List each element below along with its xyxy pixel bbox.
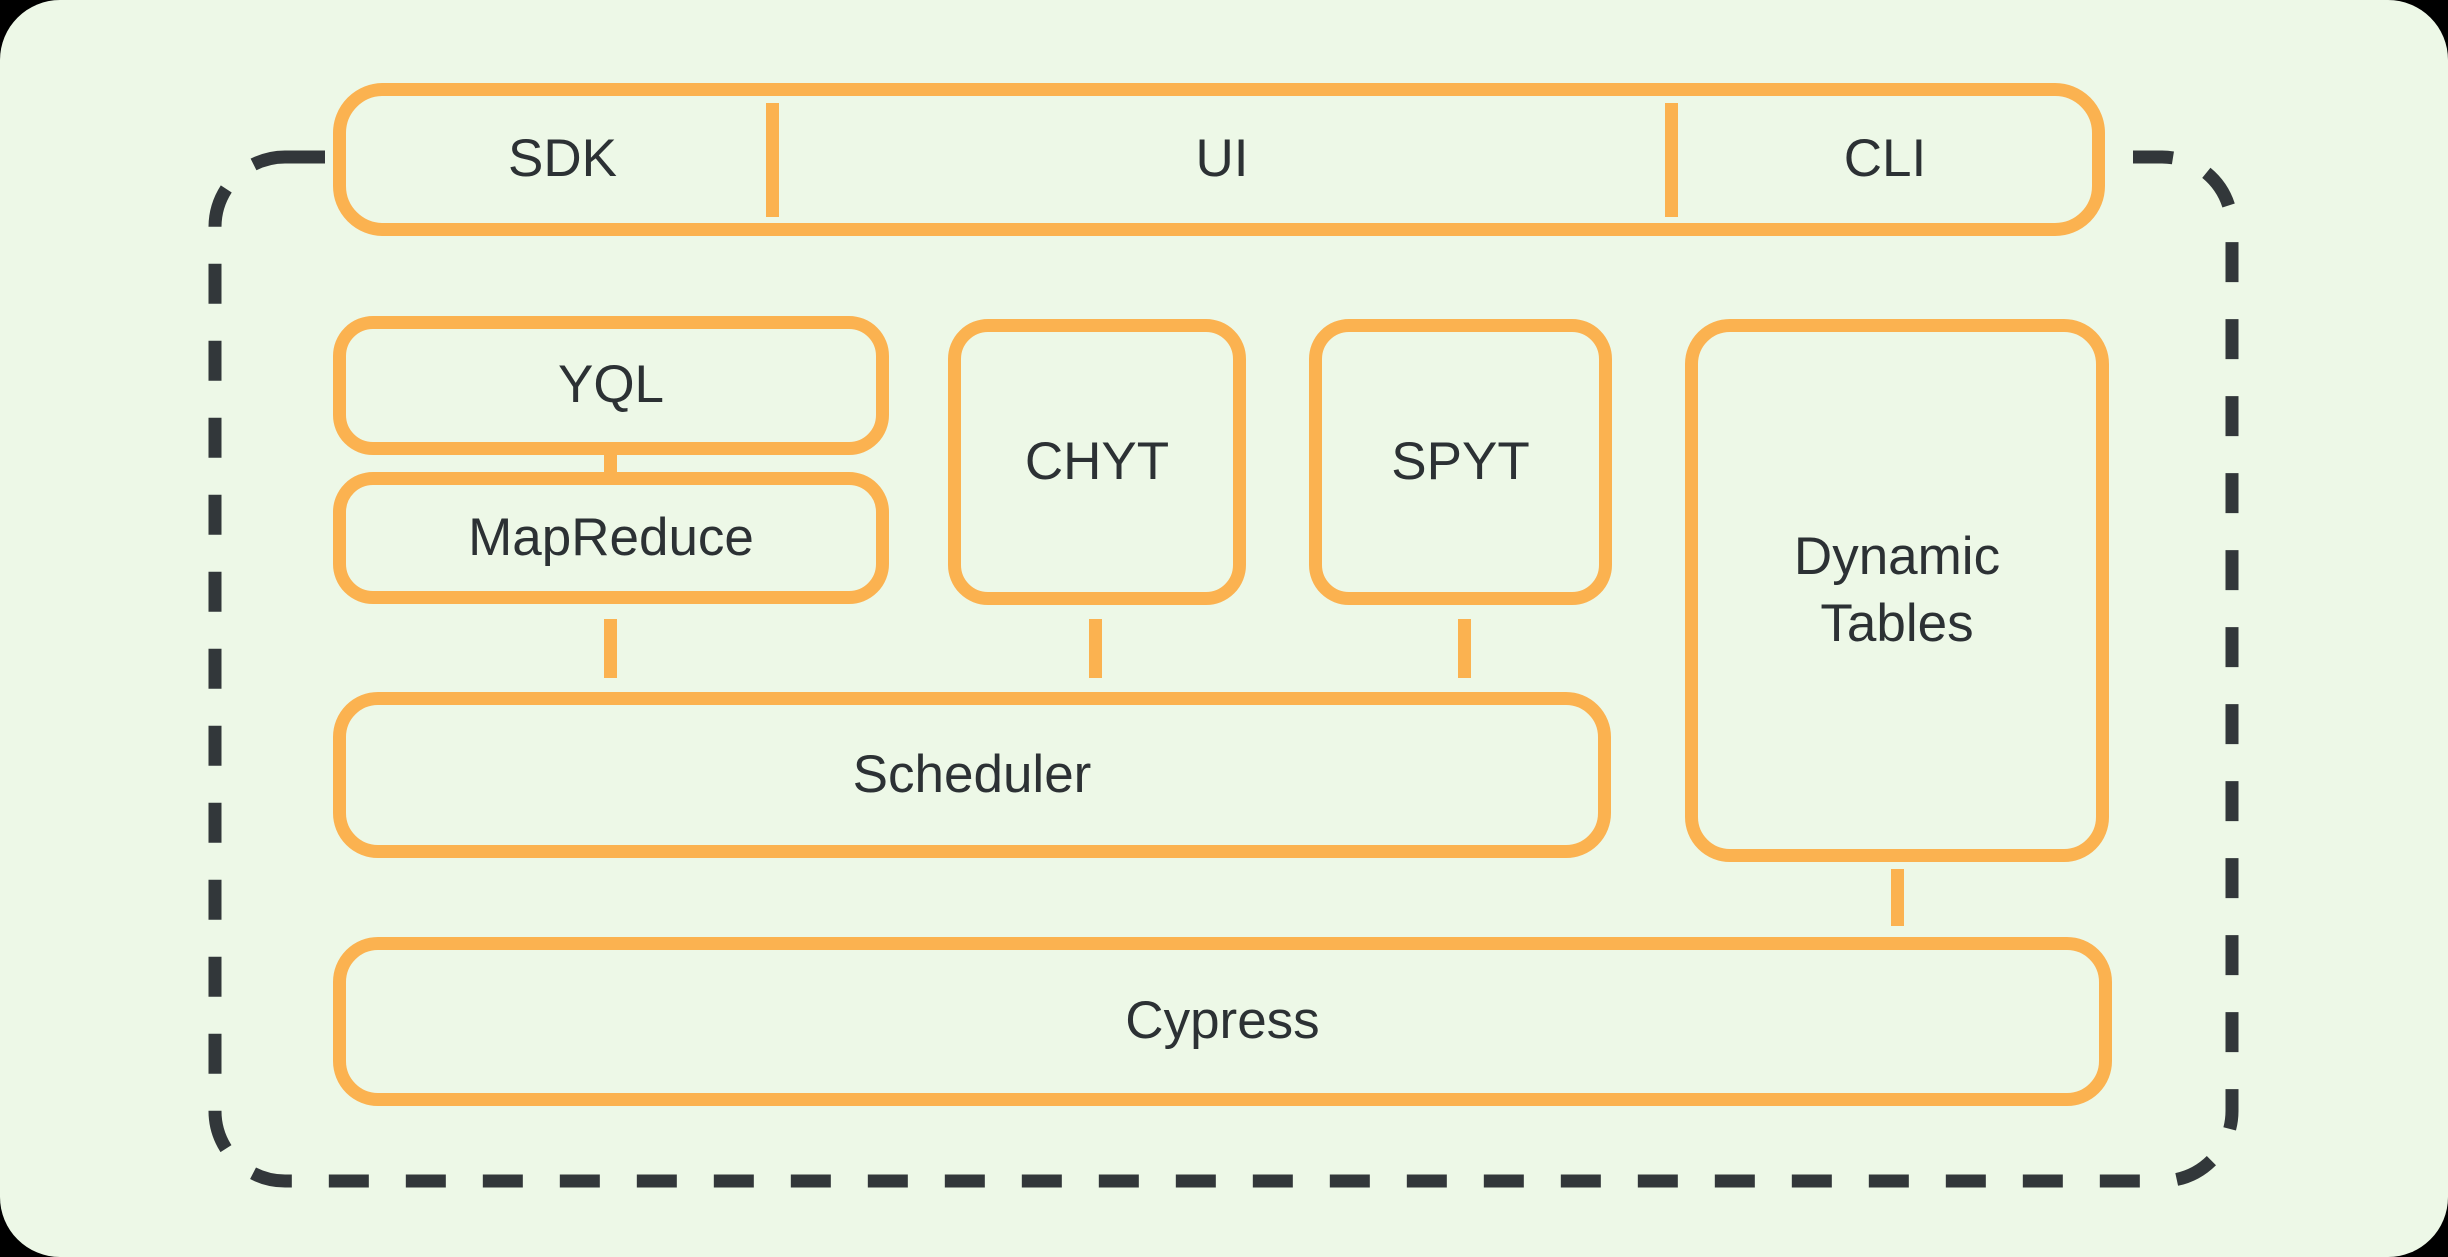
top-bar: SDK UI CLI — [333, 83, 2105, 236]
node-spyt-label: SPYT — [1391, 431, 1530, 491]
node-mapreduce: MapReduce — [333, 472, 889, 604]
connector-dynamic-tables-cypress — [1891, 869, 1904, 926]
connector-chyt-scheduler — [1089, 619, 1102, 678]
node-scheduler-label: Scheduler — [852, 744, 1092, 804]
top-bar-divider-2 — [1665, 103, 1678, 217]
top-bar-cell-cli: CLI — [1678, 96, 2092, 223]
top-bar-divider-1 — [766, 103, 779, 217]
connector-yql-mapreduce — [604, 443, 617, 479]
node-yql: YQL — [333, 316, 889, 455]
node-yql-label: YQL — [557, 355, 665, 415]
node-spyt: SPYT — [1309, 319, 1612, 605]
node-chyt: CHYT — [948, 319, 1246, 605]
node-scheduler: Scheduler — [333, 692, 1611, 858]
top-bar-label-ui: UI — [1195, 129, 1249, 189]
node-chyt-label: CHYT — [1024, 431, 1170, 491]
connector-spyt-scheduler — [1458, 619, 1471, 678]
node-mapreduce-label: MapReduce — [468, 507, 754, 567]
top-bar-cell-ui: UI — [779, 96, 1665, 223]
top-bar-label-cli: CLI — [1843, 129, 1927, 189]
node-dynamic-tables-label: Dynamic Tables — [1793, 527, 2001, 653]
node-cypress: Cypress — [333, 937, 2112, 1106]
node-dynamic-tables: Dynamic Tables — [1685, 319, 2109, 862]
top-bar-label-sdk: SDK — [508, 129, 617, 189]
node-cypress-label: Cypress — [1125, 991, 1320, 1051]
connector-mapreduce-scheduler — [604, 619, 617, 678]
top-bar-cell-sdk: SDK — [346, 96, 779, 223]
